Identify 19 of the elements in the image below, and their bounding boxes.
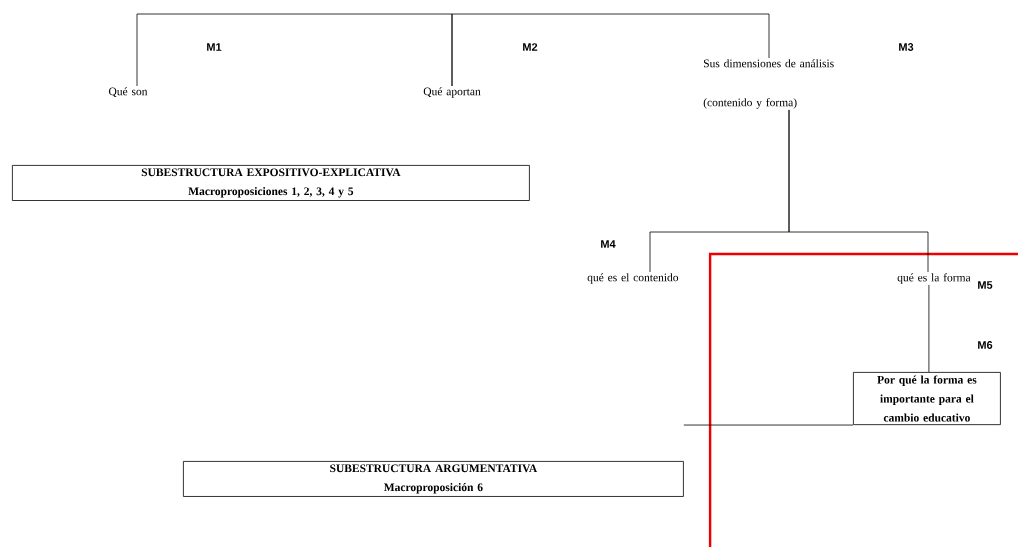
connector-line	[136, 13, 453, 87]
text-label: Sus dimensiones de análisis (contenido y forma)	[703, 59, 834, 109]
heading-box: SUBESTRUCTURA ARGUMENTATIVA Macroproposición 6	[183, 461, 684, 497]
marker-label: M4	[601, 240, 616, 248]
text-label: Qué son	[109, 87, 148, 98]
text-label: qué es el contenido	[587, 273, 679, 284]
text-label: Qué aportan	[423, 87, 481, 98]
connector-line	[451, 13, 770, 87]
connector-line	[788, 109, 929, 273]
heading-box: Por qué la forma es importante para el cambio educativo	[853, 372, 1001, 426]
connector-line	[928, 284, 930, 373]
marker-label: M2	[523, 43, 538, 51]
marker-label: M1	[207, 43, 222, 51]
connector-line	[683, 424, 854, 426]
marker-label: M3	[899, 43, 914, 51]
marker-label: M6	[978, 341, 993, 349]
marker-label: M5	[978, 281, 993, 289]
text-label: qué es la forma	[897, 273, 971, 284]
heading-box: SUBESTRUCTURA EXPOSITIVO-EXPLICATIVA Macroproposiciones 1, 2, 3, 4 y 5	[12, 165, 530, 201]
